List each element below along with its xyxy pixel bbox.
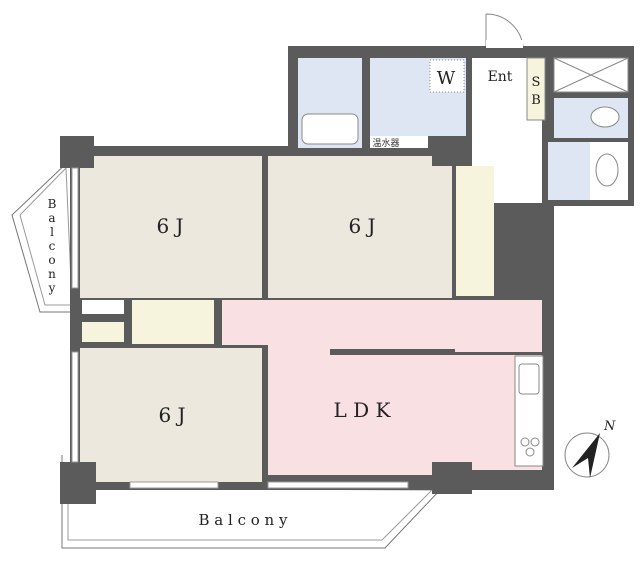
svg-text:n: n [48,267,56,281]
western-room-2 [268,156,452,298]
room-label-6j-1: 6 J [156,214,183,238]
room-label-w: W [437,68,456,89]
room-label-ent: Ent [488,69,513,85]
closet-small [82,322,124,342]
western-room-3 [80,348,262,482]
svg-text:B: B [48,197,57,211]
side-balcony-label: B a l c o n y [48,197,57,295]
side-balcony [11,159,79,313]
bathtub [301,113,359,145]
western-room-1 [80,156,262,298]
closet-2 [456,166,494,296]
svg-text:a: a [48,211,55,225]
svg-text:o: o [48,253,55,267]
svg-text:y: y [48,281,56,295]
svg-text:l: l [50,225,54,239]
compass-north: N [603,419,616,434]
room-label-ldk: L D K [334,398,392,422]
toilet-icon [590,106,620,128]
svg-text:c: c [49,239,56,253]
shoe-box-b: B [531,93,541,108]
water-heater-label: 温水器 [372,137,399,149]
stove-icon [520,437,530,447]
room-label-6j-2: 6 J [348,214,375,238]
shoe-box-s: S [532,75,541,90]
room-label-6j-3: 6 J [158,403,185,427]
compass-icon: N [564,419,616,478]
shoe-box [526,57,546,121]
closet-1 [132,300,214,344]
ldk [222,300,542,475]
bottom-balcony-label: B a l c o n y [199,511,288,529]
